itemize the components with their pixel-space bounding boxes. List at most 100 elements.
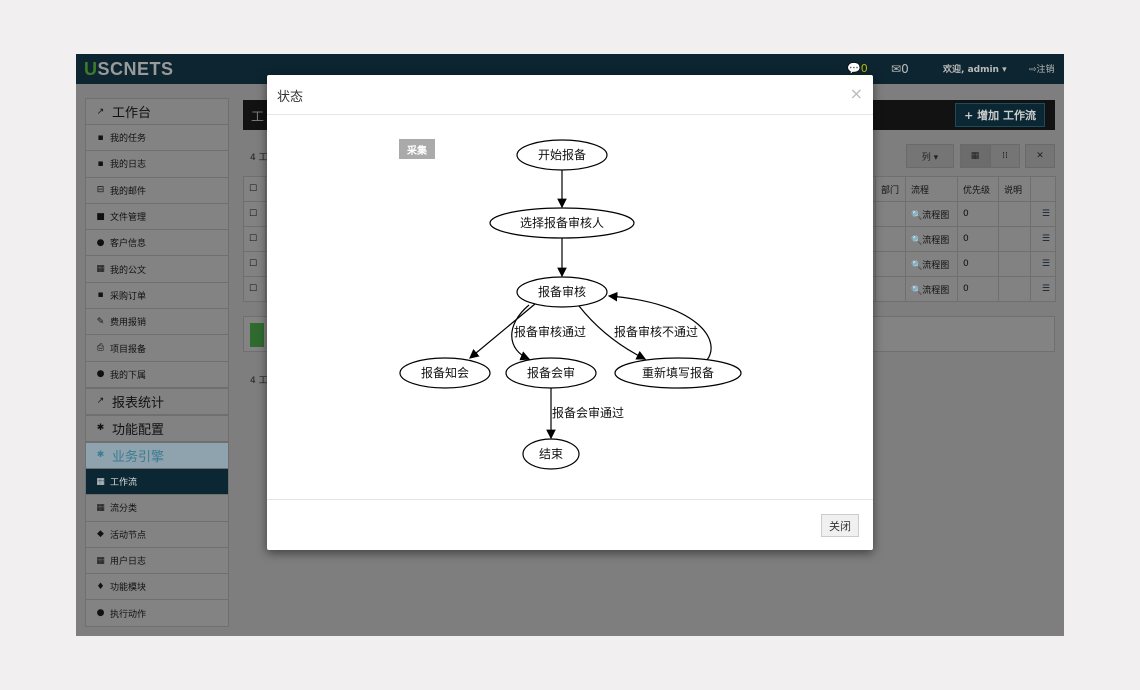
card-view-button[interactable]: ▦	[960, 144, 990, 168]
mail-button[interactable]: ✉0	[891, 62, 909, 76]
zoom-icon: 🔍	[911, 210, 923, 221]
modal-header: 状态 ×	[267, 75, 873, 115]
fullscreen-button[interactable]: ✕	[1025, 144, 1055, 168]
add-workflow-button[interactable]: + 增加 工作流	[955, 103, 1045, 127]
sidebar-section-3[interactable]: ✱业务引擎	[85, 441, 229, 469]
column-header[interactable]: 流程	[905, 176, 958, 202]
sidebar-item[interactable]: ⊟我的邮件	[85, 177, 229, 204]
graph-node-label: 报备知会	[421, 365, 469, 380]
columns-button[interactable]: 列 ▾	[906, 144, 954, 168]
grid-icon: ▦	[96, 264, 105, 275]
chat-button[interactable]: 💬0	[847, 62, 868, 75]
row-checkbox[interactable]: ☐	[243, 251, 266, 277]
column-header[interactable]: 优先级	[957, 176, 999, 202]
modal-title: 状态	[277, 90, 304, 105]
flowchart-link[interactable]: 🔍流程图	[905, 201, 958, 227]
file-icon: ▪	[97, 158, 104, 169]
file-icon: ▪	[97, 290, 104, 301]
row-checkbox[interactable]: ☐	[243, 226, 266, 252]
close-button[interactable]: 关闭	[821, 514, 859, 537]
logo[interactable]: USCNETS	[84, 59, 174, 79]
record-count-bottom: 4 工	[250, 376, 268, 386]
print-icon: ⎙	[96, 343, 105, 354]
table-view-button[interactable]: ⁞⁞	[990, 144, 1020, 168]
sidebar-item[interactable]: ✎费用报销	[85, 309, 229, 336]
tag-badge: 采集	[399, 139, 435, 159]
graph-edge	[578, 305, 647, 360]
edge-label: 报备审核不通过	[614, 324, 698, 339]
green-action-button[interactable]	[250, 323, 264, 347]
sidebar-item[interactable]: ◆活动节点	[85, 521, 229, 548]
flowchart-link[interactable]: 🔍流程图	[905, 276, 958, 302]
graph-node[interactable]	[399, 357, 491, 389]
mail-icon: ✉	[891, 62, 902, 76]
sidebar-item[interactable]: ▦工作流	[85, 468, 229, 496]
row-checkbox[interactable]: ☐	[243, 201, 266, 227]
flowchart-link[interactable]: 🔍流程图	[905, 226, 958, 252]
graph-node-label: 重新填写报备	[642, 365, 714, 380]
sidebar-item[interactable]: ●执行动作	[85, 600, 229, 627]
graph-node[interactable]	[505, 357, 597, 389]
sidebar-item[interactable]: ▪采购订单	[85, 282, 229, 310]
fullscreen-icon: ✕	[1036, 151, 1044, 161]
column-header[interactable]	[1030, 176, 1056, 202]
close-icon[interactable]: ×	[849, 84, 863, 103]
graph-node-label: 开始报备	[538, 147, 586, 162]
sidebar-item[interactable]: ▦我的公文	[85, 256, 229, 283]
graph-node-label: 结束	[539, 447, 563, 461]
zoom-icon: 🔍	[911, 260, 923, 271]
row-menu-icon[interactable]: ☰	[1030, 226, 1056, 252]
logout-link[interactable]: ⇨注销	[1029, 65, 1055, 75]
sidebar-item[interactable]: ▦用户日志	[85, 547, 229, 575]
column-header[interactable]: 说明	[998, 176, 1031, 202]
row-menu-icon[interactable]: ☰	[1030, 276, 1056, 302]
column-header[interactable]: 部门	[875, 176, 906, 202]
sidebar-section-0[interactable]: ↗工作台	[85, 98, 229, 125]
sidebar-section-2[interactable]: ✱功能配置	[85, 414, 229, 442]
user-icon: ●	[96, 369, 105, 380]
workflow-graph: 开始报备选择报备审核人报备审核报备知会报备会审重新填写报备结束 报备审核通过报备…	[399, 139, 742, 470]
select-all-checkbox[interactable]: ☐	[243, 176, 266, 202]
zoom-icon: 🔍	[911, 235, 923, 246]
sidebar-item[interactable]: ▪我的任务	[85, 125, 229, 152]
graph-node[interactable]	[516, 276, 608, 308]
file-icon: ▪	[97, 132, 104, 143]
sidebar-item[interactable]: ▦流分类	[85, 495, 229, 522]
top-navbar: USCNETS 💬0 ✉0 欢迎, admin ▾ ⇨注销	[76, 54, 1064, 84]
edit-icon: ✎	[96, 316, 105, 327]
flowchart-link[interactable]: 🔍流程图	[905, 251, 958, 277]
graph-node[interactable]	[522, 438, 580, 470]
row-menu-icon[interactable]: ☰	[1030, 251, 1056, 277]
sidebar-item[interactable]: ♦功能模块	[85, 574, 229, 601]
gear-icon: ✱	[96, 450, 105, 461]
user-icon: ●	[96, 608, 105, 619]
external-link-icon: ↗	[96, 106, 105, 117]
user-menu[interactable]: 欢迎, admin ▾	[943, 65, 1007, 75]
sidebar-item[interactable]: ●我的下属	[85, 361, 229, 388]
external-link-icon: ↗	[96, 396, 105, 407]
row-checkbox[interactable]: ☐	[243, 276, 266, 302]
sidebar-item[interactable]: ■文件管理	[85, 203, 229, 231]
graph-node[interactable]	[614, 357, 742, 389]
grid-icon: ▦	[96, 502, 105, 513]
sidebar-item[interactable]: ●客户信息	[85, 230, 229, 257]
sidebar-item[interactable]: ⎙项目报备	[85, 335, 229, 362]
zoom-icon: 🔍	[911, 285, 923, 296]
logout-icon: ⇨	[1029, 65, 1037, 75]
graph-node[interactable]	[516, 139, 608, 171]
sidebar-section-1[interactable]: ↗报表统计	[85, 387, 229, 415]
graph-node-label: 报备会审	[527, 365, 575, 380]
grid-icon: ▦	[970, 151, 980, 161]
edge-label: 报备会审通过	[552, 405, 624, 420]
graph-node-label: 报备审核	[538, 284, 586, 299]
status-modal: 状态 × 采集 开始报备选择报备审核人报备审核报备知会报备会审重新填写报备结束 …	[267, 75, 873, 550]
sidebar-item[interactable]: ▪我的日志	[85, 151, 229, 178]
row-menu-icon[interactable]: ☰	[1030, 201, 1056, 227]
graph-node-label: 选择报备审核人	[520, 215, 604, 230]
gear-icon: ✱	[96, 423, 105, 434]
graph-edge	[607, 291, 712, 361]
graph-edge	[469, 303, 536, 359]
grid-small-icon: ⁞⁞	[1002, 151, 1008, 161]
edge-label: 报备审核通过	[514, 324, 586, 339]
graph-node[interactable]	[489, 207, 635, 239]
